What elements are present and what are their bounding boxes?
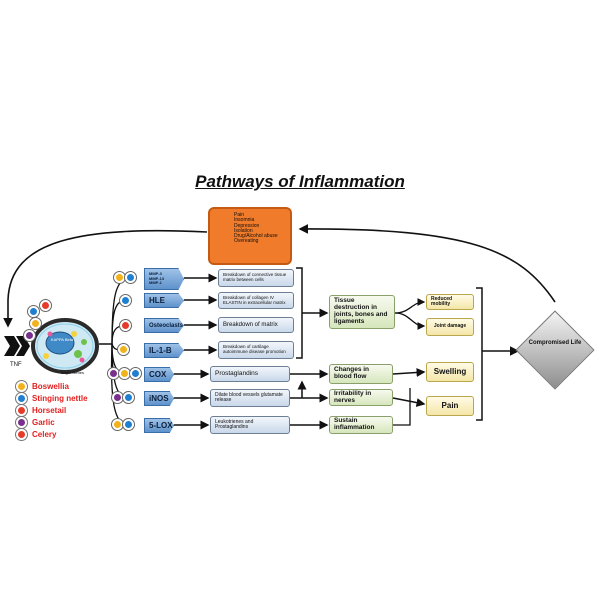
arrow-life-to-symptoms — [298, 224, 556, 303]
cox-tag: COX — [144, 367, 174, 382]
effect-osteoclasts: Breakdown of matrix — [218, 317, 294, 333]
result-joint: Joint damage — [426, 318, 474, 336]
effect-cox: Prostaglandins — [210, 366, 290, 382]
stinging-nettle-marker-icon — [28, 306, 39, 317]
garlic-marker-icon — [24, 330, 35, 341]
mmp-label: MMP-13 — [149, 275, 165, 281]
mmp-tag: MMP-3 MMP-13 MMP-1 — [144, 268, 184, 290]
herb-marker-icon — [123, 392, 134, 403]
boswellia-marker-icon — [30, 318, 41, 329]
result-mobility: Reduced mobility — [426, 294, 474, 310]
herb-marker-icon — [112, 392, 123, 403]
outcome-nerves: Irritability in nerves — [329, 389, 393, 406]
receptor-label: TNF — [10, 362, 22, 368]
effect-hle: Breakdown of collagen IV ELASTIN in extr… — [218, 292, 294, 309]
diagram-title: Pathways of Inflammation — [195, 172, 405, 191]
symptoms-box: Pain Insomnia Depression Isolation Drug/… — [208, 207, 292, 265]
horsetail-marker-icon — [40, 300, 51, 311]
legend-label: Stinging nettle — [32, 394, 88, 403]
result-swelling: Swelling — [426, 362, 474, 382]
cell-icon — [31, 318, 99, 374]
legend-stinging-nettle: Stinging nettle — [16, 393, 88, 404]
symptom-item: Depression — [234, 222, 260, 229]
tnf-receptor-icon — [4, 336, 30, 356]
legend-garlic: Garlic — [16, 417, 55, 428]
outcome-tissue: Tissue destruction in joints, bones and … — [329, 295, 395, 329]
herb-marker-icon — [114, 272, 125, 283]
legend-label: Boswellia — [32, 382, 69, 391]
hle-tag: HLE — [144, 293, 184, 308]
target-genes-label: Target Genes — [60, 370, 85, 375]
lox-tag: 5-LOX — [144, 418, 174, 433]
herb-marker-icon — [120, 320, 131, 331]
symptom-item: Drug/Alcohol abuse — [234, 233, 278, 239]
symptom-item: Overeating — [234, 238, 259, 245]
effect-il1b: Breakdown of cartilage autoimmune diseas… — [218, 341, 294, 359]
symptom-item: Pain — [234, 212, 245, 218]
inos-tag: iNOS — [144, 391, 174, 406]
legend-swatch-icon — [16, 381, 27, 392]
symptom-item: Isolation — [234, 227, 253, 234]
herb-marker-icon — [125, 272, 136, 283]
legend-boswellia: Boswellia — [16, 381, 69, 392]
herb-marker-icon — [130, 368, 141, 379]
legend-label: Horsetail — [32, 406, 67, 415]
herb-marker-icon — [120, 295, 131, 306]
legend-swatch-icon — [16, 393, 27, 404]
legend-swatch-icon — [16, 405, 27, 416]
mmp-label: MMP-1 — [149, 280, 162, 286]
symptom-item: Insomnia — [234, 217, 255, 224]
arrow-symptoms-to-cell — [3, 229, 208, 328]
herb-marker-icon — [119, 368, 130, 379]
legend-label: Garlic — [32, 418, 55, 427]
herb-marker-icon — [108, 368, 119, 379]
effect-inos: Dilate blood vessels glutamate release — [210, 389, 290, 407]
nucleus-label: KAPPA Beta — [50, 337, 74, 342]
result-pain: Pain — [426, 396, 474, 416]
il1b-tag: IL-1-B — [144, 343, 184, 358]
legend-swatch-icon — [16, 417, 27, 428]
outcome-blood: Changes in blood flow — [329, 364, 393, 384]
effect-lox: Leukotrienes and Prostaglandins — [210, 416, 290, 434]
outcome-sustain: Sustain inflammation — [329, 416, 393, 434]
compromised-life-label: Compromised Life — [528, 340, 582, 346]
effect-mmp: Breakdown of connective tissue matrix be… — [218, 269, 294, 287]
legend-label: Celery — [32, 430, 57, 439]
herb-marker-icon — [118, 344, 129, 355]
legend-celery: Celery — [16, 429, 56, 440]
osteoclasts-tag: Osteoclasts — [144, 318, 184, 333]
herb-marker-icon — [112, 419, 123, 430]
legend-swatch-icon — [16, 429, 27, 440]
herb-marker-icon — [123, 419, 134, 430]
mmp-label: MMP-3 — [149, 271, 162, 277]
legend-horsetail: Horsetail — [16, 405, 66, 416]
